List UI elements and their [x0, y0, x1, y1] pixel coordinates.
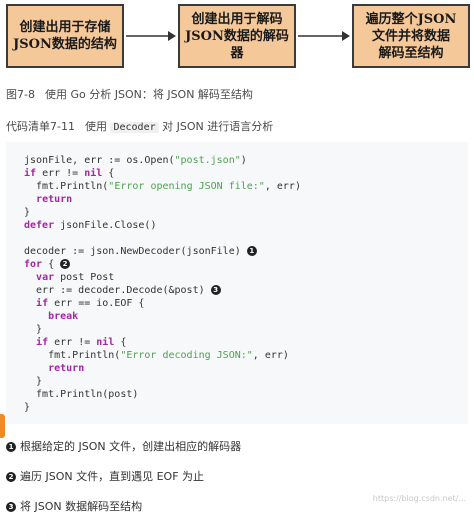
code-line: jsonFile, err := os.Open("post.json")	[24, 155, 247, 166]
code-line: defer jsonFile.Close()	[24, 220, 157, 231]
code-line: }	[24, 402, 31, 413]
marker-1-icon: 1	[6, 442, 16, 452]
marker-1-icon: 1	[246, 246, 257, 256]
figure-number: 图7-8	[6, 88, 35, 101]
code-line: fmt.Println("Error decoding JSON:", err)	[24, 350, 289, 361]
code-line: fmt.Println("Error opening JSON file:", …	[24, 181, 301, 192]
listing-caption-suffix: 对 JSON 进行语言分析	[162, 120, 274, 133]
note-1-text: 根据给定的 JSON 文件，创建出相应的解码器	[20, 440, 242, 453]
marker-3-icon: 3	[210, 285, 221, 295]
code-line: break	[48, 311, 79, 322]
listing-caption-prefix: 使用	[84, 120, 107, 133]
inline-code-decoder: Decoder	[110, 122, 159, 133]
marker-2-icon: 2	[6, 472, 16, 482]
code-line: decoder := json.NewDecoder(jsonFile)1	[24, 245, 468, 258]
code-line	[24, 232, 468, 245]
code-line: err := decoder.Decode(&post)3	[24, 284, 468, 297]
marker-2-icon: 2	[60, 259, 71, 269]
code-line: if err != nil {	[24, 168, 115, 179]
flow-arrow-2	[298, 31, 350, 41]
watermark: https://blog.csdn.net/...	[372, 494, 466, 503]
note-2-text: 遍历 JSON 文件，直到遇见 EOF 为止	[20, 470, 205, 483]
code-line: }	[24, 324, 43, 335]
code-line: for {2	[24, 258, 468, 271]
listing-caption: 代码清单7-11 使用 Decoder 对 JSON 进行语言分析	[6, 118, 273, 134]
code-line: if err == io.EOF {	[36, 298, 145, 309]
flow-step-create-struct: 创建出用于存储 JSON数据的结构	[6, 4, 124, 68]
code-line: }	[24, 376, 43, 387]
code-block: jsonFile, err := os.Open("post.json") if …	[6, 142, 468, 424]
flow-step-create-decoder: 创建出用于解码 JSON数据的解码器	[178, 4, 296, 68]
code-line: fmt.Println(post)	[24, 389, 139, 400]
figure-caption: 图7-8 使用 Go 分析 JSON：将 JSON 解码至结构	[6, 86, 253, 102]
note-2: 2 遍历 JSON 文件，直到遇见 EOF 为止	[6, 468, 204, 484]
code-line: var post Post	[36, 272, 115, 283]
listing-number: 代码清单7-11	[6, 120, 75, 133]
flow-arrow-1	[126, 31, 176, 41]
note-3: 3 将 JSON 数据解码至结构	[6, 498, 142, 514]
code-line: }	[24, 207, 31, 218]
code-line: return	[36, 194, 73, 205]
note-1: 1 根据给定的 JSON 文件，创建出相应的解码器	[6, 438, 241, 454]
flow-diagram: 创建出用于存储 JSON数据的结构 创建出用于解码 JSON数据的解码器 遍历整…	[0, 0, 474, 80]
code-line: if err != nil {	[36, 337, 127, 348]
note-3-text: 将 JSON 数据解码至结构	[20, 500, 143, 513]
marker-3-icon: 3	[6, 502, 16, 512]
flow-step-decode-loop: 遍历整个JSON 文件并将数据 解码至结构	[352, 4, 470, 68]
code-line: return	[48, 363, 85, 374]
figure-caption-text: 使用 Go 分析 JSON：将 JSON 解码至结构	[44, 88, 253, 101]
side-feedback-tab[interactable]	[0, 414, 5, 438]
